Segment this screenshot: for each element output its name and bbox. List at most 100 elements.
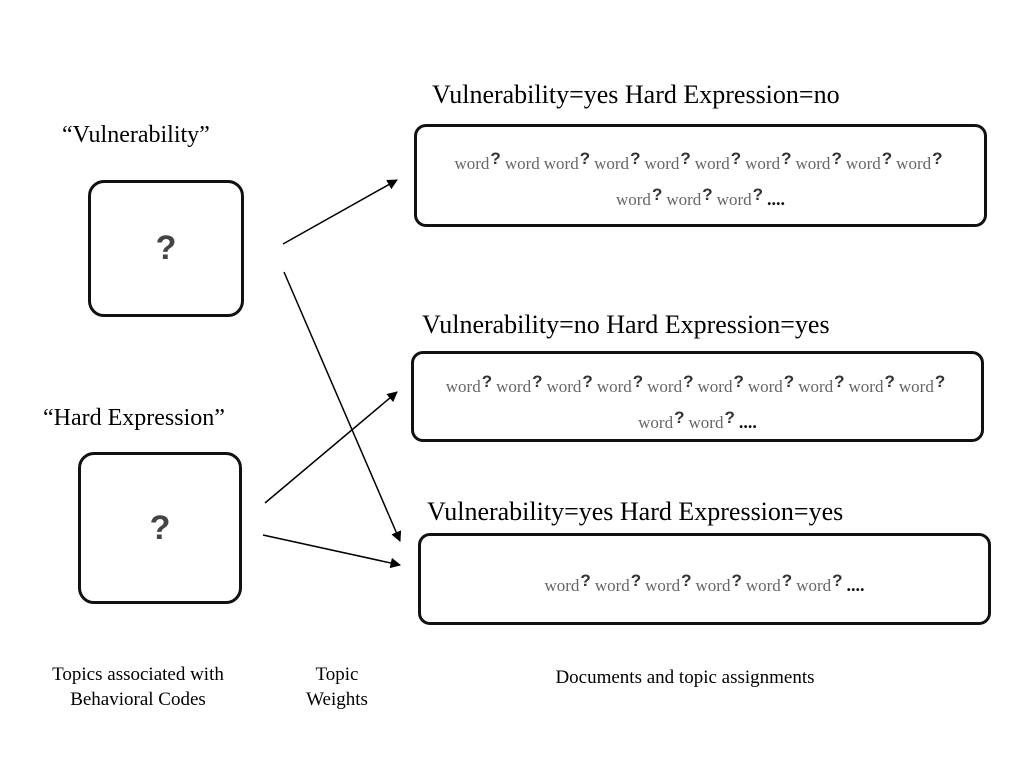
document-box: word?word?word?word?word?word?word?word?…: [411, 351, 984, 442]
word-text: word: [615, 190, 651, 209]
word-text: word: [795, 154, 831, 173]
document-word: word?: [645, 571, 691, 596]
topic-assignment-icon: ?: [532, 372, 543, 391]
word-text: word: [666, 190, 702, 209]
word-text: word: [694, 154, 730, 173]
word-text: word: [747, 377, 783, 396]
document-word-line: word?word?....: [414, 408, 981, 433]
document-word: word?: [496, 372, 542, 397]
topic-assignment-icon: ?: [733, 372, 744, 391]
word-text: word: [546, 377, 582, 396]
word-text: word: [496, 377, 532, 396]
topic-assignment-icon: ?: [781, 571, 793, 590]
word-text: word: [845, 154, 881, 173]
document-word: word?: [796, 571, 842, 596]
topic-label-hard-expression: “Hard Expression”: [43, 405, 225, 431]
document-word: word?: [594, 149, 640, 174]
document-word: word?: [546, 372, 592, 397]
document-word: word?: [798, 372, 844, 397]
document-word: word?: [544, 149, 590, 174]
topic-assignment-icon: ?: [884, 372, 895, 391]
word-text: word: [796, 576, 832, 595]
topic-assignment-icon: ?: [630, 149, 641, 168]
document-word: word?: [849, 372, 895, 397]
document-word: word?: [695, 149, 741, 174]
word-text: word: [645, 576, 681, 595]
topic-assignment-icon: ?: [674, 408, 685, 427]
topic-assignment-icon: ?: [932, 149, 943, 168]
topic-assignment-icon: ?: [681, 571, 692, 590]
word-text: word: [695, 576, 731, 595]
topic-assignment-icon: ?: [881, 149, 893, 168]
word-text: word: [848, 377, 884, 396]
document-word: word?: [899, 372, 945, 397]
document-word: word?: [748, 372, 794, 397]
topic-assignment-icon: ?: [579, 149, 591, 168]
document-word: word?: [597, 372, 643, 397]
document-word: word?: [696, 571, 742, 596]
topic-assignment-icon: ?: [702, 185, 713, 204]
document-box: word?word?word?word?word?word?....: [418, 533, 991, 625]
arrow-vulnerability-to-doc-3: [283, 271, 402, 542]
topic-assignment-icon: ?: [731, 571, 742, 590]
topic-assignment-icon: ?: [683, 372, 694, 391]
topics-caption: Topics associated with Behavioral Codes: [52, 664, 224, 710]
document-word: word?: [644, 149, 690, 174]
topic-assignment-icon: ?: [783, 372, 795, 391]
word-text: word: [594, 576, 630, 595]
document-word: word?: [717, 185, 763, 210]
topic-assignment-icon: ?: [582, 372, 593, 391]
document-word-line: word?word?word?....: [417, 185, 984, 210]
document-word: word?: [638, 408, 684, 433]
word-text: word: [594, 154, 630, 173]
ellipsis: ....: [767, 189, 786, 209]
weights-caption: Topic Weights: [306, 664, 368, 710]
topic-assignment-icon: ?: [680, 149, 691, 168]
topic-assignment-icon: ?: [834, 372, 845, 391]
document-word: word?: [846, 149, 892, 174]
topic-assignment-icon: ?: [781, 149, 792, 168]
document-word: word?: [746, 571, 792, 596]
word-text: word: [898, 377, 934, 396]
topic-assignment-icon: ?: [490, 149, 501, 168]
document-word: word: [505, 154, 540, 174]
topic-assignment-icon: ?: [632, 372, 644, 391]
document-word: word?: [896, 149, 942, 174]
word-text: word: [716, 190, 752, 209]
topic-assignment-icon: ?: [730, 149, 742, 168]
word-text: word: [688, 413, 724, 432]
topic-box-hard-expression: ?: [78, 452, 242, 604]
document-word: word?: [446, 372, 492, 397]
topic-assignment-icon: ?: [630, 571, 642, 590]
topic-assignment-icon: ?: [752, 185, 764, 204]
documents-caption: Documents and topic assignments: [555, 667, 815, 688]
arrow-hard-expression-to-doc-3: [262, 534, 402, 569]
ellipsis: ....: [846, 575, 865, 595]
document-title: Vulnerability=yes Hard Expression=yes: [427, 497, 844, 526]
word-text: word: [647, 377, 683, 396]
document-title: Vulnerability=yes Hard Expression=no: [432, 80, 840, 109]
word-text: word: [896, 154, 932, 173]
document-word: word?: [666, 185, 712, 210]
document-word-line: word?word?word?word?word?word?....: [421, 571, 988, 596]
word-text: word: [697, 377, 733, 396]
topic-assignment-icon: ?: [481, 372, 493, 391]
arrow-hard-expression-to-doc-2: [264, 391, 398, 504]
document-word: word?: [698, 372, 744, 397]
topic-assignment-icon: ?: [580, 571, 591, 590]
topic-assignment-icon: ?: [651, 185, 663, 204]
word-text: word: [644, 154, 680, 173]
document-word: word?: [616, 185, 662, 210]
word-text: word: [454, 154, 490, 173]
document-word: word?: [544, 571, 590, 596]
topic-assignment-icon: ?: [724, 408, 735, 427]
word-text: word: [543, 154, 579, 173]
arrow-vulnerability-to-doc-1: [282, 179, 398, 245]
unknown-topic-icon: ?: [149, 508, 171, 547]
word-text: word: [596, 377, 632, 396]
topic-assignment-icon: ?: [831, 149, 842, 168]
document-word-line: word?word?word?word?word?word?word?word?…: [414, 372, 981, 397]
